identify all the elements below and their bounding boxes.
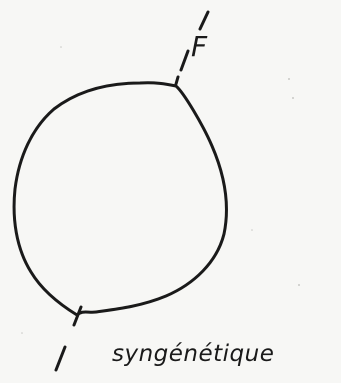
paper-speckles bbox=[21, 46, 300, 334]
diagram-caption: syngénétique bbox=[112, 343, 274, 366]
nodule-outline bbox=[14, 83, 226, 315]
fracture-label: F bbox=[191, 33, 207, 61]
